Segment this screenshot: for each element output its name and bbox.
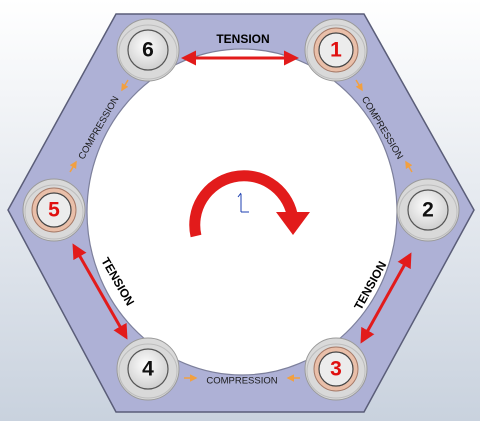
bolt-3: 3 — [304, 337, 368, 401]
axis-origin-icon — [237, 192, 249, 213]
tension-arrow-icon — [360, 252, 412, 344]
tension-label: TENSION — [216, 32, 269, 46]
link-compression-3-4: COMPRESSION — [184, 374, 300, 387]
bolt-1: 1 — [304, 18, 368, 82]
bolt-head — [407, 189, 449, 231]
rotation-arrow-icon — [189, 170, 310, 238]
bolt-number: 5 — [48, 199, 60, 222]
bolt-number: 2 — [422, 199, 434, 222]
compression-label: COMPRESSION — [206, 376, 277, 387]
bolt-head — [36, 192, 72, 228]
bolt-head — [318, 351, 354, 387]
bolt-6: 6 — [116, 18, 180, 82]
bolt-number: 3 — [330, 358, 342, 381]
bolt-4: 4 — [116, 337, 180, 401]
bolt-number: 4 — [142, 358, 154, 381]
bolt-positions: 1 2 3 4 5 6 — [22, 18, 460, 401]
bolt-head — [127, 348, 169, 390]
bolt-number: 1 — [330, 39, 342, 62]
compression-arrow-icon — [121, 79, 129, 92]
bolt-head — [127, 29, 169, 71]
compression-arrow-icon — [69, 160, 77, 173]
compression-arrow-icon — [355, 79, 363, 92]
tension-arrow-icon — [72, 243, 128, 340]
bolt-number: 6 — [142, 39, 154, 62]
bolt-head — [318, 32, 354, 68]
bolt-2: 2 — [396, 178, 460, 242]
link-tension-6-1: TENSION — [181, 32, 299, 66]
compression-arrow-icon — [405, 160, 413, 173]
bolt-5: 5 — [22, 178, 86, 242]
